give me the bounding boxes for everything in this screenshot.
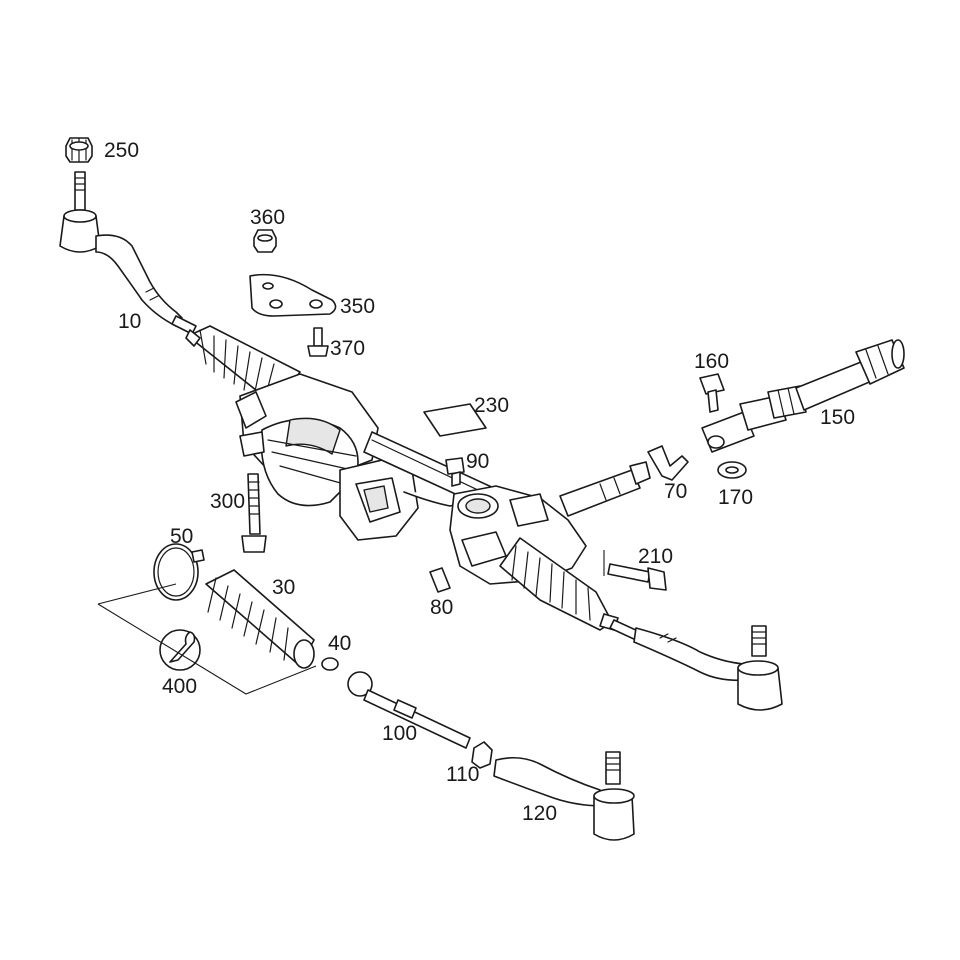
part-250-nut: [65, 137, 93, 163]
part-80-clip: [429, 567, 451, 593]
part-40-clamp: [321, 657, 339, 671]
callout-350: 350: [340, 295, 375, 318]
callout-80: 80: [430, 596, 453, 619]
callout-370: 370: [330, 337, 365, 360]
part-360-nut: [253, 229, 277, 253]
callout-120: 120: [522, 802, 557, 825]
part-90-screw: [445, 457, 465, 487]
callout-400: 400: [162, 675, 197, 698]
part-160-bolt: [699, 373, 725, 413]
part-30-bellows: [205, 569, 315, 669]
part-350-bracket: [249, 273, 337, 317]
callout-110: 110: [446, 763, 479, 786]
callout-160: 160: [694, 350, 729, 373]
callout-300: 300: [210, 490, 245, 513]
callout-210: 210: [638, 545, 673, 568]
part-150-steering-shaft: [701, 339, 905, 453]
part-210-bolt: [603, 550, 667, 591]
callout-30: 30: [272, 576, 295, 599]
callout-labels: 250 360 350 370 10 160 150 230 90 70 170…: [104, 139, 855, 825]
part-400-wrench-symbol: [97, 583, 317, 695]
part-70-clip: [647, 445, 689, 481]
callout-100: 100: [382, 722, 417, 745]
callout-170: 170: [718, 486, 753, 509]
part-300-bolt: [241, 473, 267, 553]
callout-360: 360: [250, 206, 285, 229]
callout-90: 90: [466, 450, 489, 473]
callout-250: 250: [104, 139, 139, 162]
part-50-clamp: [153, 543, 205, 601]
callout-50: 50: [170, 525, 193, 548]
right-tie-rod-end-assembled: [609, 619, 783, 711]
part-100-inner-tie-rod: [347, 671, 471, 749]
callout-40: 40: [328, 632, 351, 655]
callout-10: 10: [118, 310, 141, 333]
callout-230: 230: [474, 394, 509, 417]
part-170-washer: [717, 461, 747, 479]
part-230-plate: [423, 403, 487, 437]
part-110-nut: [471, 741, 493, 769]
part-10-tie-rod-end-left: [59, 171, 197, 335]
part-120-tie-rod-end: [493, 751, 635, 841]
steering-rack-main: [185, 325, 651, 631]
callout-150: 150: [820, 406, 855, 429]
callout-70: 70: [664, 480, 687, 503]
part-370-bolt: [307, 327, 329, 357]
